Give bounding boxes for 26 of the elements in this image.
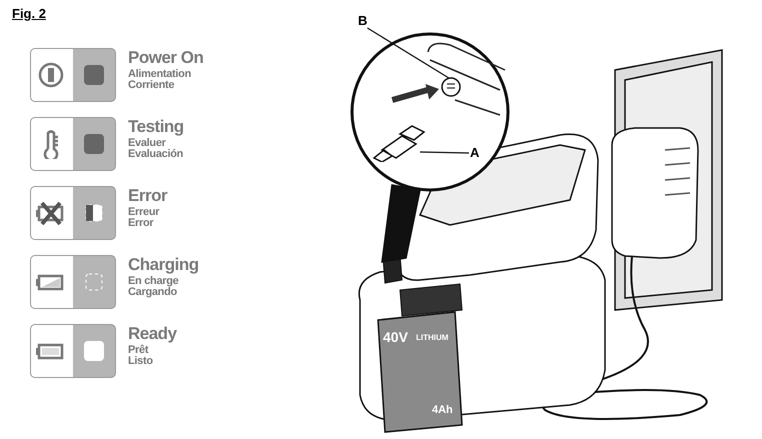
translation-label: Corriente — [128, 80, 174, 91]
legend-label: Power On — [128, 49, 204, 67]
translation-label: Evaluer — [128, 138, 166, 149]
battery-print: LITHIUM — [416, 334, 448, 342]
translation-label: En charge — [128, 276, 178, 287]
battery-print: 40V — [383, 330, 408, 344]
translation-label: Listo — [128, 356, 153, 367]
callout-letter: B — [358, 14, 368, 28]
translation-label: Alimentation — [128, 69, 192, 80]
leader-line — [420, 151, 470, 154]
plug-drawing — [374, 126, 424, 162]
translation-label: Prêt — [128, 345, 148, 356]
block-arrow — [391, 84, 439, 103]
leader-line — [367, 27, 450, 79]
translation-label: Erreur — [128, 207, 160, 218]
translation-label: Error — [128, 218, 154, 229]
legend-label: Ready — [128, 325, 177, 343]
figure-title: Fig. 2 — [12, 6, 46, 21]
translation-label: Evaluación — [128, 149, 184, 160]
translation-label: Cargando — [128, 287, 177, 298]
callout-letter: A — [470, 146, 480, 160]
legend-label: Testing — [128, 118, 184, 136]
battery-print: 4Ah — [432, 405, 453, 416]
legend-label: Charging — [128, 256, 199, 274]
charger-port-drawing — [442, 78, 460, 96]
legend-label: Error — [128, 187, 168, 205]
